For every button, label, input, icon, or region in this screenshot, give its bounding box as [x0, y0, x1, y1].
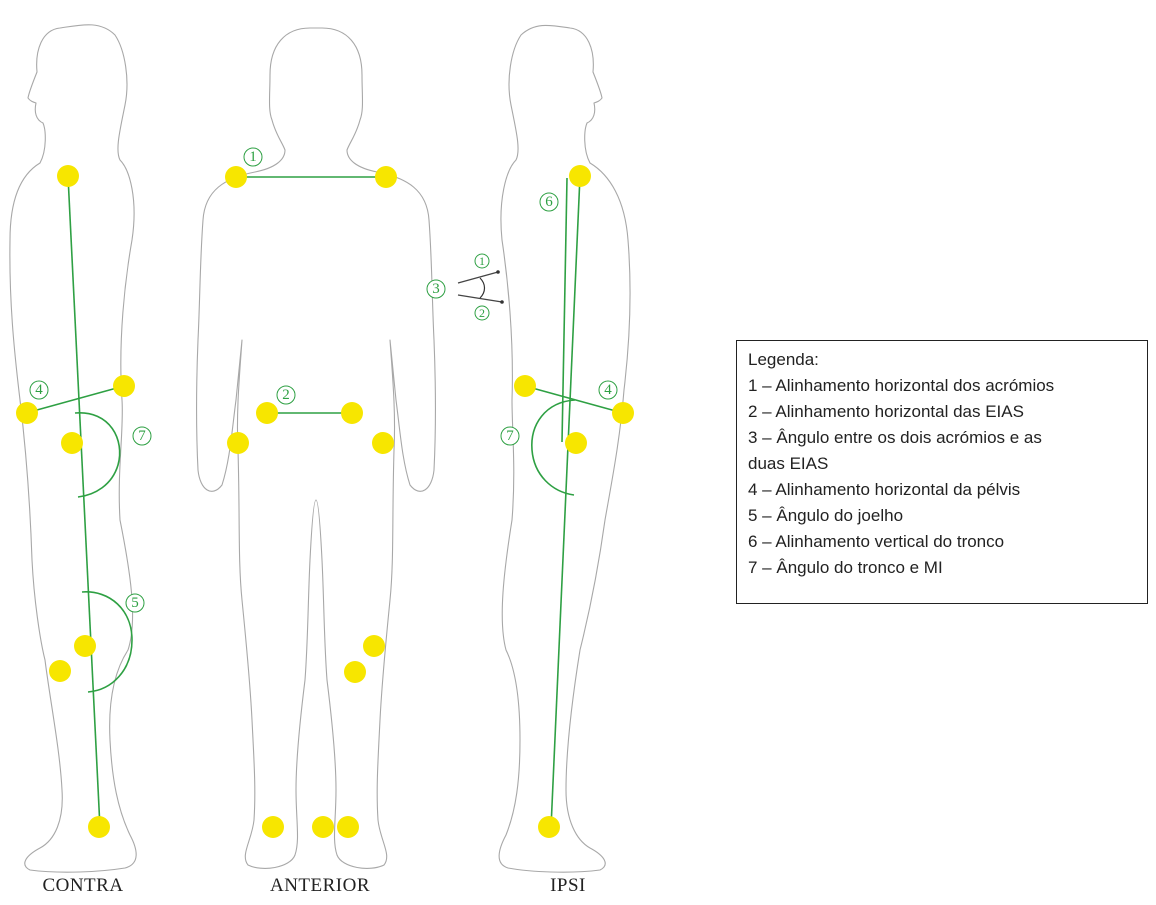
contra-body-outline: [9, 24, 137, 873]
angle-label-1: 1: [474, 253, 490, 269]
legend-item-3: 3 – Ângulo entre os dois acrómios e as: [748, 428, 1042, 447]
ipsi-marker-acromion: [569, 165, 591, 187]
contra-knee-arc: [81, 591, 133, 693]
contra-trunk-leg-arc: [74, 412, 121, 498]
anterior-marker-hip-right: [372, 432, 394, 454]
anterior-label-2: 2: [276, 385, 296, 405]
ipsi-label-4: 4: [598, 380, 618, 400]
contra-marker-ankle: [88, 816, 110, 838]
legend-item-1: 1 – Alinhamento horizontal dos acrómios: [748, 376, 1055, 395]
ipsi-marker-ankle: [538, 816, 560, 838]
svg-text:4: 4: [604, 382, 612, 398]
legend-item-6: 6 – Alinhamento vertical do tronco: [748, 532, 1005, 551]
anterior-marker-acromion-right: [375, 166, 397, 188]
contra-pelvis-line: [25, 385, 125, 414]
anterior-marker-acromion-left: [225, 166, 247, 188]
anterior-marker-ankle-right: [337, 816, 359, 838]
anterior-marker-eias-left: [256, 402, 278, 424]
angle-label-3: 3: [426, 279, 446, 299]
contra-view: 4 7 5 CONTRA: [9, 24, 152, 896]
ipsi-vertical-line-body: [550, 175, 581, 829]
anterior-marker-eias-right: [341, 402, 363, 424]
angle-line-bottom: [457, 294, 503, 303]
view-label-ipsi: IPSI: [550, 875, 586, 896]
legend-item-2: 2 – Alinhamento horizontal das EIAS: [748, 402, 1024, 421]
svg-text:6: 6: [545, 194, 553, 210]
angle-icon: 3 1 2: [426, 253, 504, 321]
view-label-contra: CONTRA: [42, 875, 123, 896]
contra-marker-acromion: [57, 165, 79, 187]
anterior-marker-ankle-mid: [312, 816, 334, 838]
anterior-body-outline: [195, 27, 437, 869]
anterior-label-1: 1: [243, 147, 263, 167]
contra-label-7: 7: [132, 426, 152, 446]
ipsi-marker-pelvis-back: [514, 375, 536, 397]
svg-text:7: 7: [506, 428, 514, 444]
anterior-marker-knee-right-lower: [344, 661, 366, 683]
angle-point-top: [496, 270, 500, 274]
anterior-marker-knee-right: [363, 635, 385, 657]
ipsi-trunk-leg-arc: [531, 399, 576, 496]
view-label-anterior: ANTERIOR: [270, 875, 370, 896]
ipsi-label-7: 7: [500, 426, 520, 446]
svg-text:5: 5: [131, 595, 139, 611]
contra-marker-pelvis-front: [16, 402, 38, 424]
svg-text:2: 2: [282, 387, 290, 403]
anterior-view: 1 2 ANTERIOR: [195, 27, 437, 896]
contra-vertical-line: [67, 175, 101, 829]
contra-marker-pelvis-back: [113, 375, 135, 397]
legend-item-4: 4 – Alinhamento horizontal da pélvis: [748, 480, 1021, 499]
anterior-marker-ankle-left: [262, 816, 284, 838]
contra-marker-knee: [74, 635, 96, 657]
ipsi-body-outline: [498, 24, 631, 873]
contra-marker-knee-front: [49, 660, 71, 682]
contra-marker-hip: [61, 432, 83, 454]
contra-label-5: 5: [125, 593, 145, 613]
legend-item-3-cont: duas EIAS: [748, 454, 829, 473]
svg-text:1: 1: [249, 149, 257, 165]
ipsi-marker-pelvis-front: [612, 402, 634, 424]
angle-point-bottom: [500, 300, 504, 304]
ipsi-view: 6 4 7 IPSI: [498, 24, 634, 896]
legend-item-7: 7 – Ângulo do tronco e MI: [748, 558, 943, 577]
svg-text:2: 2: [479, 306, 485, 320]
angle-arc: [479, 277, 486, 299]
legend-title: Legenda:: [748, 350, 819, 369]
ipsi-label-6: 6: [539, 192, 559, 212]
legend-item-5: 5 – Ângulo do joelho: [748, 506, 904, 525]
contra-label-4: 4: [29, 380, 49, 400]
svg-text:3: 3: [432, 281, 440, 297]
legend-box: Legenda: 1 – Alinhamento horizontal dos …: [736, 340, 1148, 604]
angle-label-2: 2: [474, 305, 490, 321]
svg-text:4: 4: [35, 382, 43, 398]
ipsi-trunk-vertical-line: [561, 177, 568, 443]
ipsi-marker-hip: [565, 432, 587, 454]
anterior-marker-hip-left: [227, 432, 249, 454]
svg-text:7: 7: [138, 428, 146, 444]
svg-text:1: 1: [479, 254, 485, 268]
angle-line-top: [457, 271, 499, 284]
